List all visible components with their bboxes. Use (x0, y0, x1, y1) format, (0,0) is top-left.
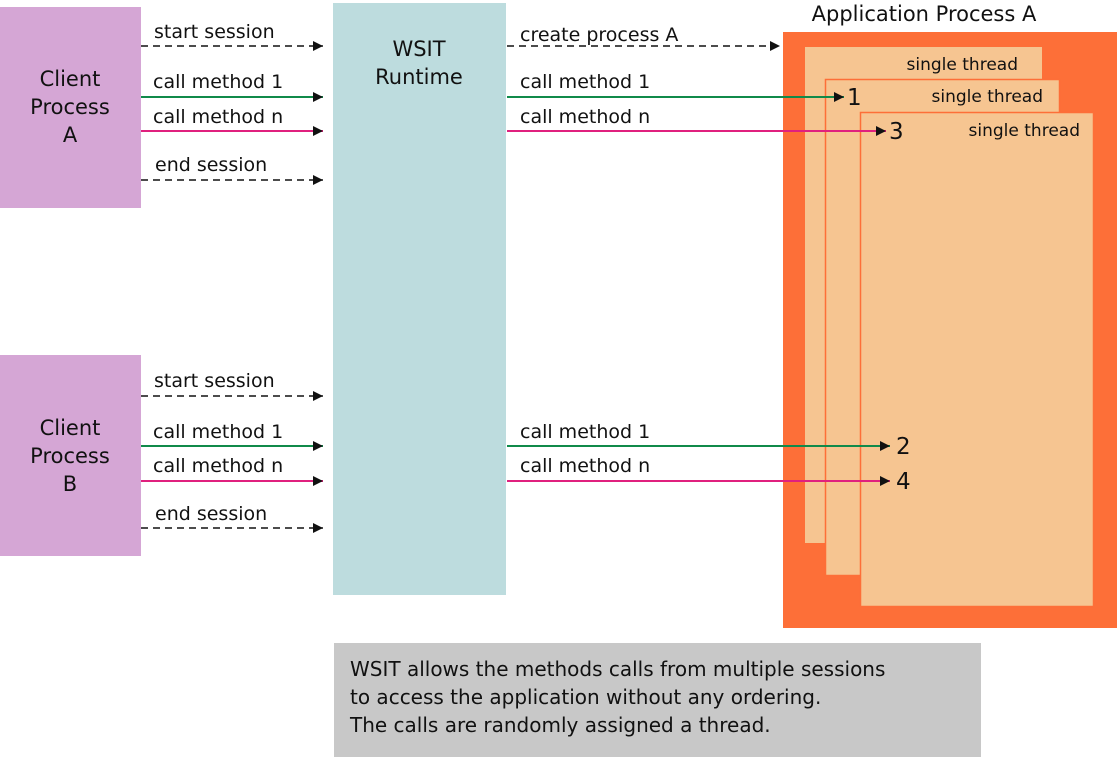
thread-number-2: 2 (896, 434, 911, 460)
label-b-start-session: start session (154, 370, 275, 392)
label-a-start-session: start session (154, 21, 275, 43)
client-b-label-line1: Client (40, 416, 101, 440)
client-b-label-line2: Process (30, 444, 110, 468)
label-runtime-b-call-1: call method 1 (520, 421, 650, 443)
label-runtime-a-call-1: call method 1 (520, 71, 650, 93)
client-a-label-line2: Process (30, 95, 110, 119)
label-create-process: create process A (520, 24, 678, 46)
label-runtime-a-call-n: call method n (520, 106, 650, 128)
label-b-end-session: end session (155, 503, 267, 525)
note-line-2: to access the application without any or… (350, 685, 822, 709)
client-process-b-box (0, 355, 141, 556)
thread-2-label: single thread (932, 87, 1043, 107)
label-a-call-method-1: call method 1 (153, 71, 283, 93)
label-b-call-method-n: call method n (153, 455, 283, 477)
thread-1-label: single thread (907, 55, 1018, 75)
thread-box-3 (859, 111, 1095, 608)
explanation-note: WSIT allows the methods calls from multi… (334, 643, 981, 757)
note-line-1: WSIT allows the methods calls from multi… (350, 657, 886, 681)
client-process-a-box (0, 7, 141, 208)
wsit-runtime-box (333, 3, 506, 595)
app-process-title: Application Process A (812, 2, 1037, 26)
client-a-label-line1: Client (40, 67, 101, 91)
label-b-call-method-1: call method 1 (153, 421, 283, 443)
thread-3-label: single thread (969, 121, 1080, 141)
client-b-label-line3: B (63, 472, 77, 496)
client-a-label-line3: A (63, 123, 78, 147)
thread-number-3: 3 (889, 119, 904, 145)
label-a-call-method-n: call method n (153, 106, 283, 128)
label-a-end-session: end session (155, 154, 267, 176)
thread-number-4: 4 (896, 469, 911, 495)
note-line-3: The calls are randomly assigned a thread… (350, 713, 771, 737)
runtime-label-line1: WSIT (392, 37, 445, 61)
label-runtime-b-call-n: call method n (520, 455, 650, 477)
thread-number-1: 1 (847, 85, 862, 111)
runtime-label-line2: Runtime (375, 65, 463, 89)
